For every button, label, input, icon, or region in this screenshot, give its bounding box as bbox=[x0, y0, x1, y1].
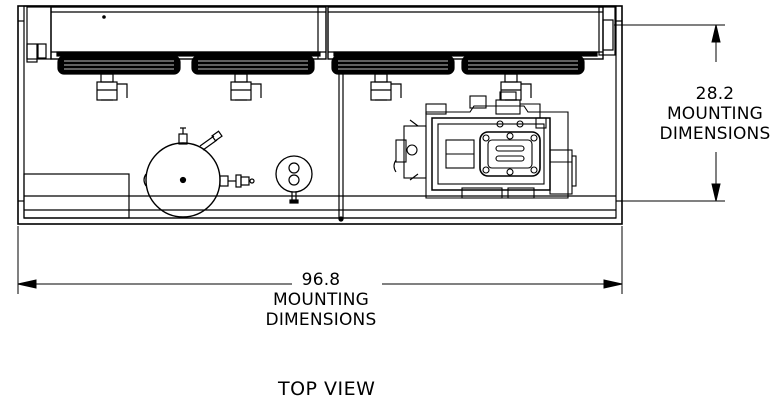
fan-motor bbox=[230, 73, 262, 101]
compressor bbox=[393, 91, 577, 199]
receiver-tank bbox=[143, 127, 255, 218]
vertical-dimension-line bbox=[614, 24, 725, 202]
vertical-dimension-value: 28.2 bbox=[695, 84, 735, 104]
vertical-dimension-label: 28.2 MOUNTING DIMENSIONS bbox=[650, 84, 779, 144]
horizontal-dimension-value: 96.8 bbox=[301, 270, 341, 290]
fan-block bbox=[331, 55, 455, 75]
control-box bbox=[23, 173, 130, 219]
fan-block bbox=[461, 55, 585, 75]
fan-motors bbox=[96, 73, 532, 101]
view-title: TOP VIEW bbox=[278, 378, 376, 400]
fan-motor bbox=[96, 73, 128, 101]
unit-housing bbox=[17, 5, 623, 225]
horizontal-dimension-label: 96.8 MOUNTING DIMENSIONS bbox=[256, 270, 386, 330]
fan-blocks bbox=[57, 55, 585, 75]
fan-block bbox=[57, 55, 181, 75]
sight-glass bbox=[275, 155, 313, 204]
horizontal-dimension-line1: MOUNTING bbox=[272, 290, 370, 310]
vertical-dimension-line1: MOUNTING bbox=[666, 104, 764, 124]
vertical-dimension-line2: DIMENSIONS bbox=[659, 124, 771, 144]
fan-motor bbox=[370, 73, 402, 101]
horizontal-dimension-line2: DIMENSIONS bbox=[265, 310, 377, 330]
fan-block bbox=[191, 55, 315, 75]
top-coil-housing bbox=[26, 6, 616, 63]
horizontal-dimension-line bbox=[17, 226, 623, 294]
